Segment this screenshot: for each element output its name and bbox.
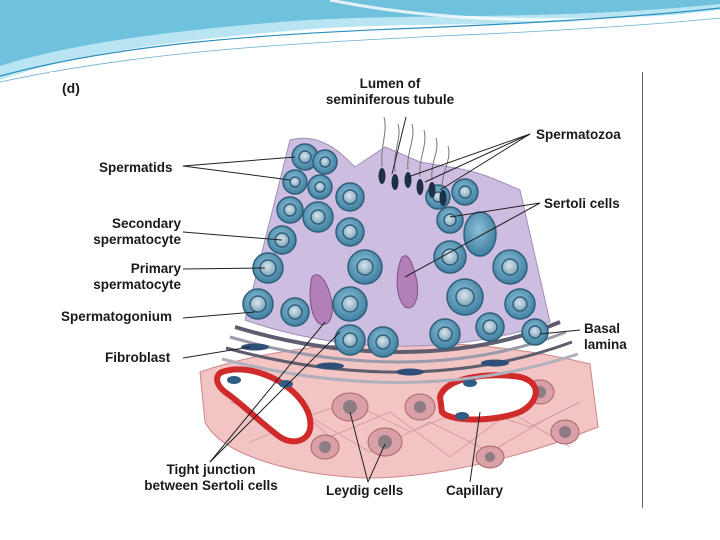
label-lumen-line1: Lumen of <box>315 76 465 92</box>
label-tight-junction: Tight junction between Sertoli cells <box>136 462 286 494</box>
label-spermatids: Spermatids <box>99 160 173 176</box>
label-lumen-line2: seminiferous tubule <box>315 92 465 108</box>
label-lumen: Lumen of seminiferous tubule <box>315 76 465 108</box>
label-secondary-spermatocyte: Secondary spermatocyte <box>70 216 181 248</box>
label-leydig-cells: Leydig cells <box>326 483 403 499</box>
label-tight-line1: Tight junction <box>136 462 286 478</box>
label-tight-line2: between Sertoli cells <box>136 478 286 494</box>
label-sertoli-cells: Sertoli cells <box>544 196 620 212</box>
label-spermatogonium: Spermatogonium <box>61 309 172 325</box>
label-basal-line1: Basal <box>584 321 627 337</box>
label-primary-spermatocyte: Primary spermatocyte <box>70 261 181 293</box>
label-secondary-line1: Secondary <box>70 216 181 232</box>
label-basal-lamina: Basal lamina <box>584 321 627 353</box>
panel-label: (d) <box>62 80 80 96</box>
label-secondary-line2: spermatocyte <box>70 232 181 248</box>
label-fibroblast: Fibroblast <box>105 350 170 366</box>
label-primary-line1: Primary <box>70 261 181 277</box>
label-primary-line2: spermatocyte <box>70 277 181 293</box>
label-basal-line2: lamina <box>584 337 627 353</box>
seminiferous-tubule-figure: (d) Lumen of seminiferous tubule Spermat… <box>50 72 643 508</box>
label-spermatozoa: Spermatozoa <box>536 127 621 143</box>
label-capillary: Capillary <box>446 483 503 499</box>
